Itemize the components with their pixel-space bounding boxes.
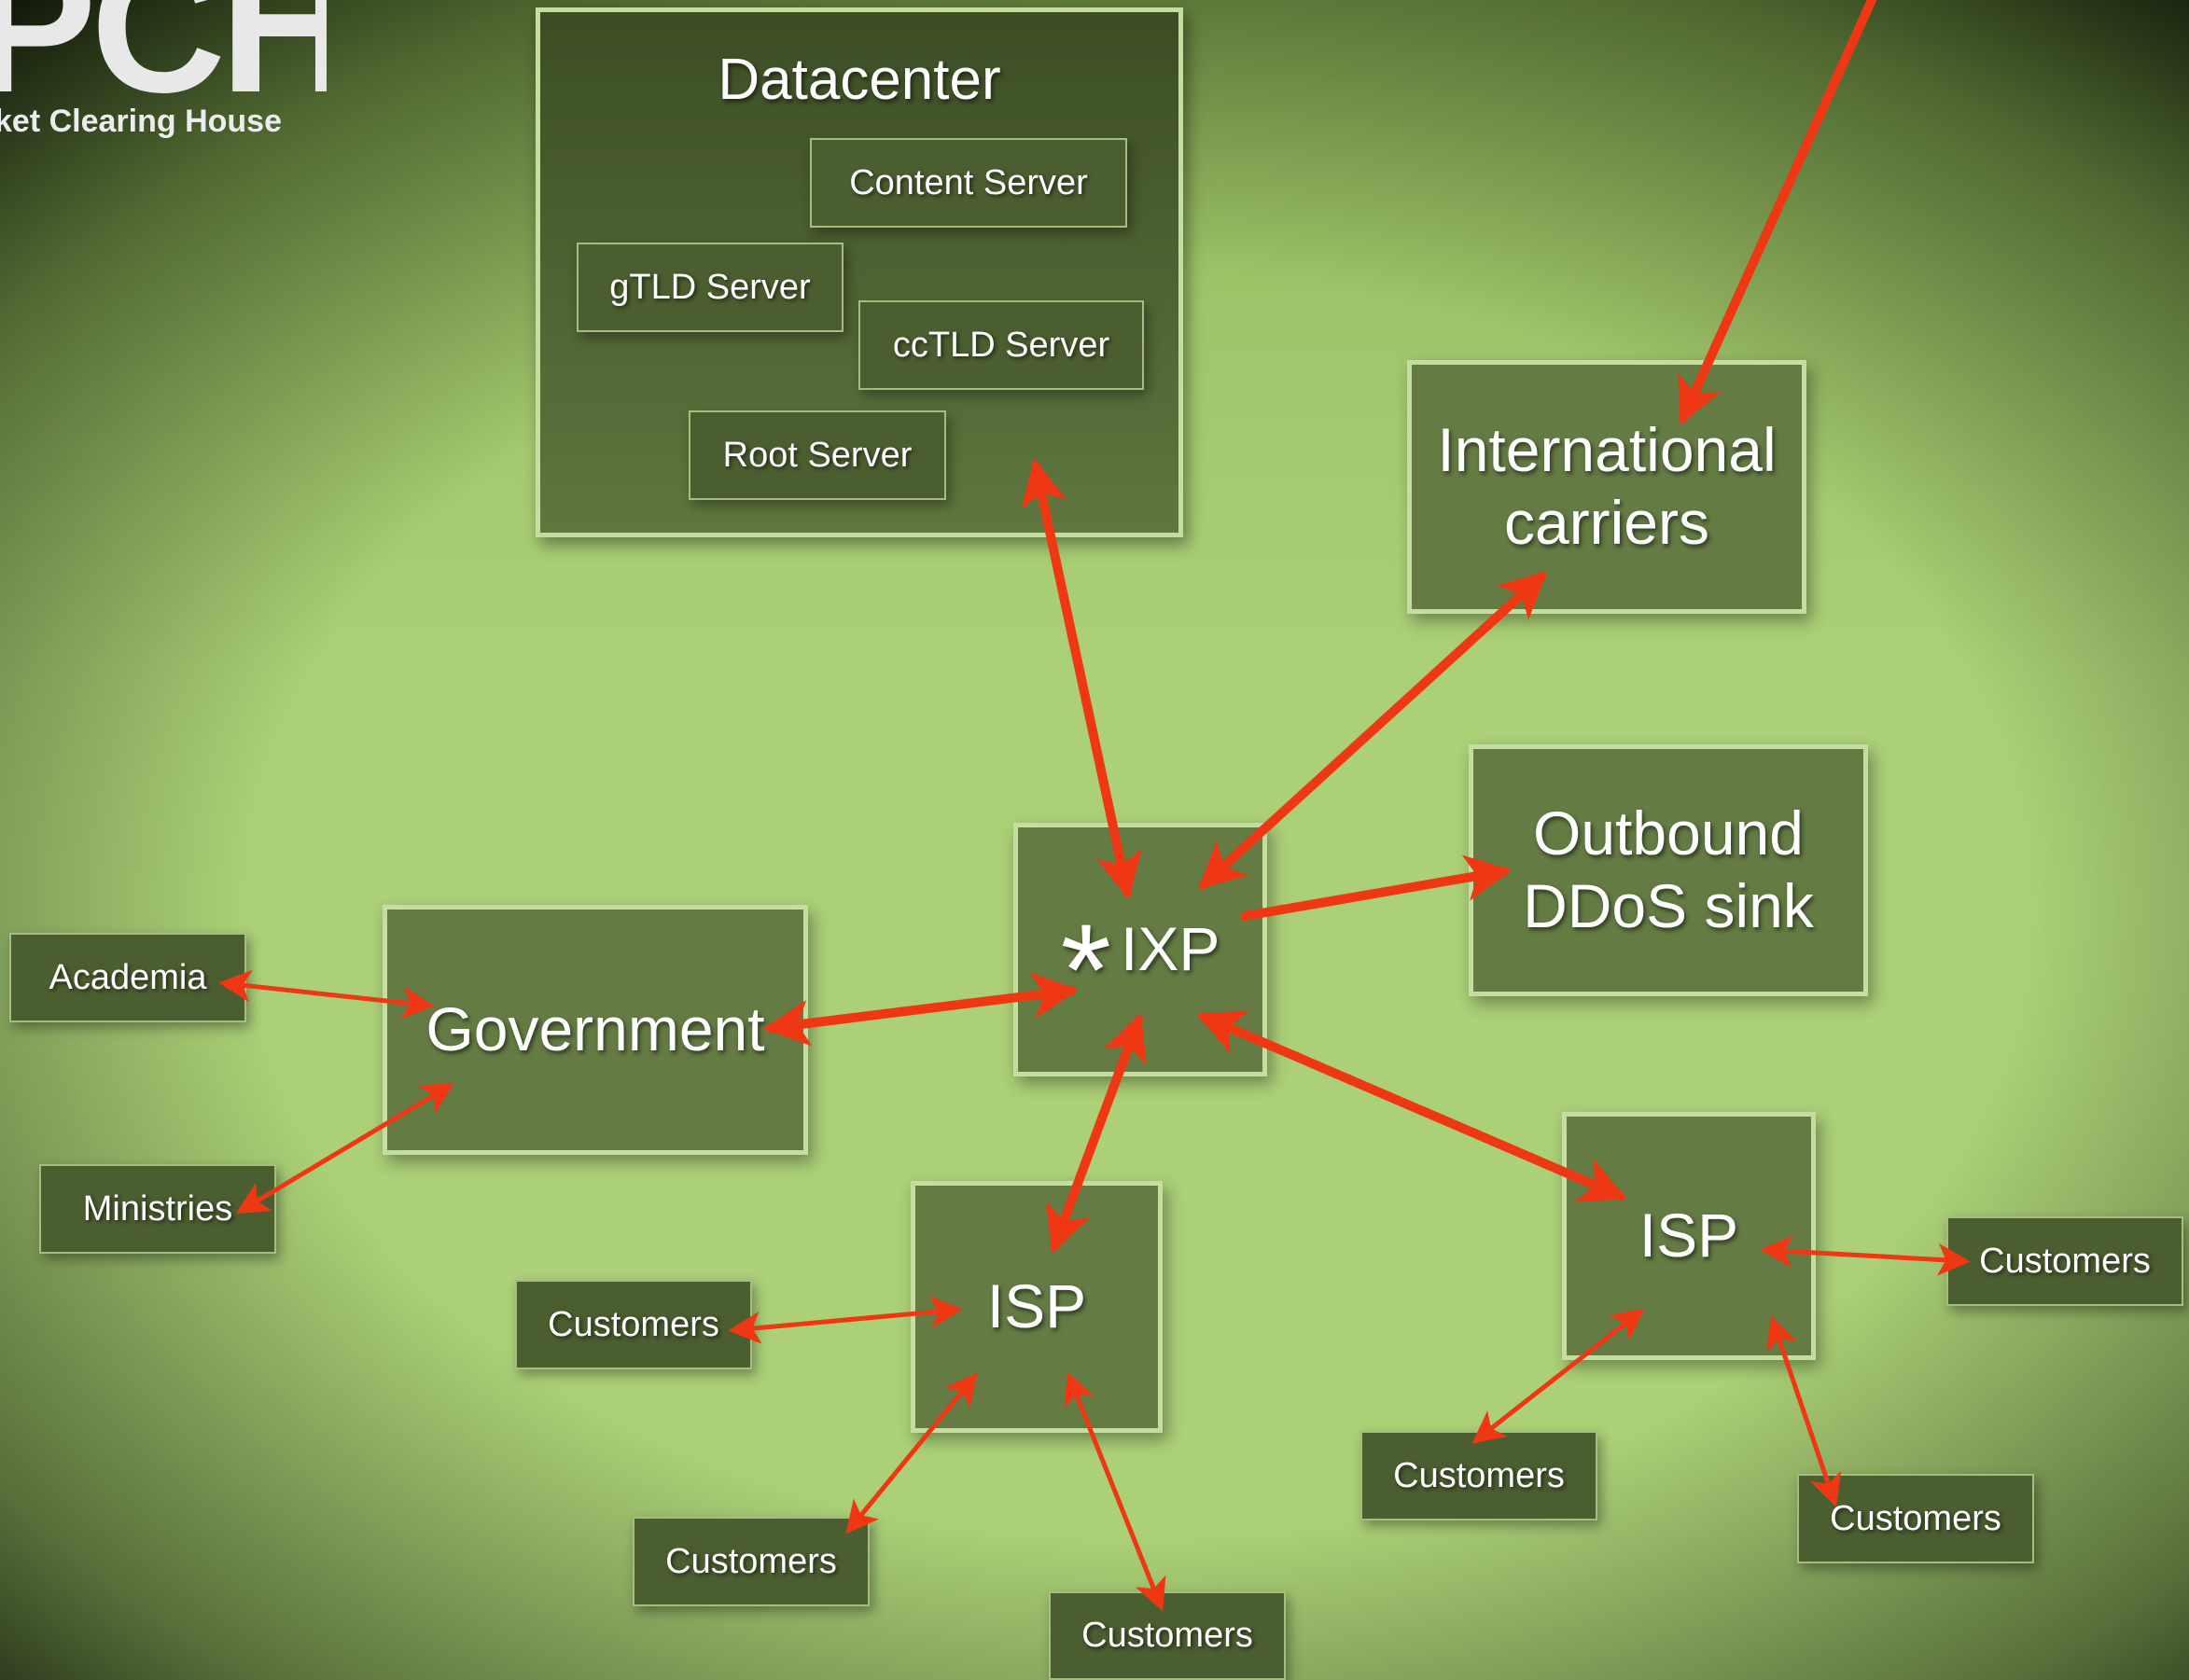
arrow-government-academia (218, 969, 435, 1020)
ixp-label: IXP (1121, 914, 1220, 984)
ddos-label-line1: Outbound (1533, 798, 1804, 868)
arrow-isp-right-customers-3 (1765, 1315, 1842, 1507)
logo-subtitle: ket Clearing House (0, 104, 282, 139)
arrow-ixp-international (1197, 571, 1548, 890)
gtld-server-box: gTLD Server (577, 243, 844, 332)
international-label-line1: International (1437, 415, 1777, 485)
isp-left-customers-1: Customers (515, 1280, 752, 1369)
arrow-ixp-datacenter (1021, 458, 1142, 900)
arrow-isp-left-customers-3 (1064, 1371, 1166, 1612)
isp-right-label: ISP (1638, 1201, 1739, 1270)
datacenter-title: Datacenter (718, 48, 1001, 112)
arrow-offscreen-to-international (1678, 0, 1876, 425)
isp-right-customers-2: Customers (1360, 1431, 1597, 1520)
arrow-ixp-isp-left (1046, 1013, 1147, 1254)
isp-right-customers-3: Customers (1797, 1474, 2034, 1563)
isp-left-customers-2: Customers (633, 1517, 870, 1606)
pch-logo: PCH ket Clearing House (0, 0, 327, 140)
arrow-isp-left-customers-1 (728, 1296, 963, 1344)
arrow-isp-right-customers-2 (1471, 1308, 1645, 1444)
cctld-server-box: ccTLD Server (858, 300, 1144, 390)
isp-left-label: ISP (986, 1271, 1087, 1341)
logo-mark: PCH (0, 0, 327, 132)
ddos-label-line2: DDoS sink (1523, 871, 1814, 940)
arrow-isp-right-customers-1 (1760, 1235, 1971, 1276)
root-server-box: Root Server (689, 410, 946, 500)
content-server-box: Content Server (810, 138, 1127, 228)
international-label-line2: carriers (1503, 488, 1709, 557)
arrow-ixp-isp-right (1196, 1010, 1627, 1202)
arrow-ixp-ddos (1240, 854, 1513, 921)
arrow-government-ministries (235, 1083, 455, 1214)
isp-left-customers-3: Customers (1049, 1591, 1286, 1680)
arrow-isp-left-customers-2 (845, 1372, 978, 1534)
arrow-ixp-government (762, 972, 1080, 1047)
government-label: Government (425, 994, 765, 1064)
isp-right-customers-1: Customers (1946, 1216, 2183, 1306)
government-box: Government (383, 905, 808, 1155)
